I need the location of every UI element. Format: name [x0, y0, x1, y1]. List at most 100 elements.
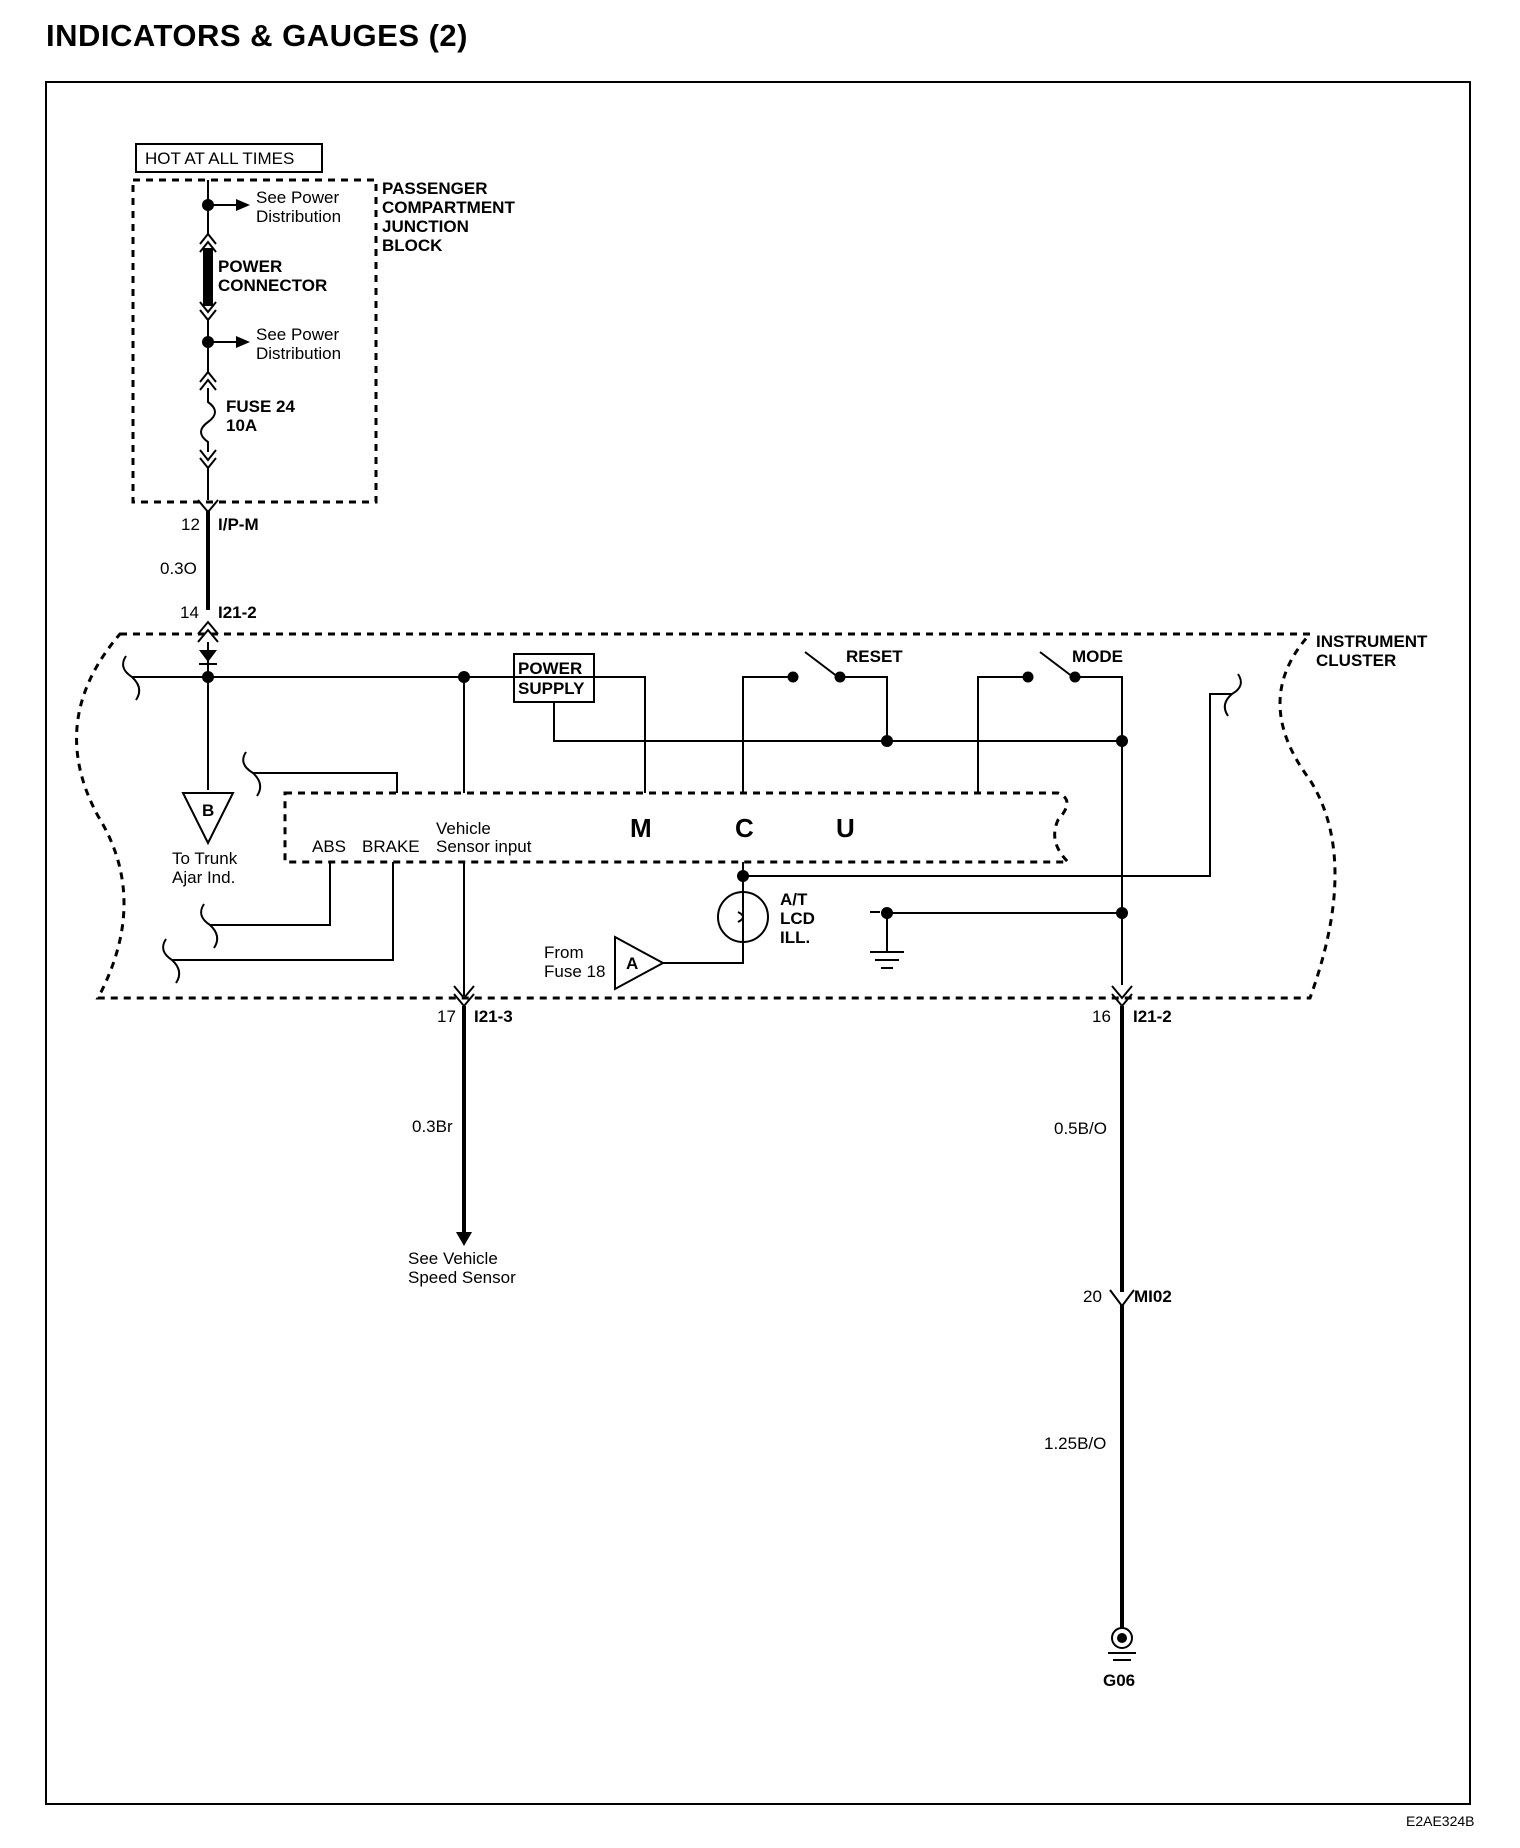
mcu-input-sensor: Sensor input — [436, 837, 532, 856]
svg-text:SUPPLY: SUPPLY — [518, 679, 585, 698]
wire-break-icon — [1223, 673, 1242, 717]
svg-text:To Trunk: To Trunk — [172, 849, 238, 868]
pin-16: 16 — [1092, 1007, 1111, 1026]
junction-block-label: PASSENGER COMPARTMENT JUNCTION BLOCK — [382, 179, 515, 255]
power-connector-label: POWER CONNECTOR — [218, 257, 327, 295]
svg-text:COMPARTMENT: COMPARTMENT — [382, 198, 515, 217]
reset-switch-wire-b — [840, 676, 888, 741]
pin-20: 20 — [1083, 1287, 1102, 1306]
wire-break-icon — [162, 938, 181, 984]
see-vehicle-speed-sensor-label: See Vehicle Speed Sensor — [408, 1249, 516, 1287]
diagram-frame — [45, 81, 1471, 1805]
see-power-distribution-1: See Power Distribution — [256, 188, 341, 226]
connector-chevron-icon — [199, 449, 217, 470]
wire-label-0-3br: 0.3Br — [412, 1117, 453, 1136]
connector-ip-m: I/P-M — [218, 515, 259, 534]
arrow-right-icon — [236, 199, 250, 211]
svg-text:A/T: A/T — [780, 890, 808, 909]
diagram-code: E2AE324B — [1406, 1813, 1475, 1829]
connector-chevron-icon — [199, 370, 217, 391]
svg-text:CONNECTOR: CONNECTOR — [218, 276, 327, 295]
svg-text:JUNCTION: JUNCTION — [382, 217, 469, 236]
svg-text:BLOCK: BLOCK — [382, 236, 443, 255]
connector-chevron-icon — [1111, 985, 1133, 1008]
svg-text:See Power: See Power — [256, 188, 339, 207]
trunk-ajar-reference-triangle — [181, 792, 235, 846]
mcu-box — [283, 791, 1072, 864]
connector-chevron-icon — [1109, 1289, 1135, 1308]
page-title: INDICATORS & GAUGES (2) — [46, 18, 468, 53]
svg-text:LCD: LCD — [780, 909, 815, 928]
fuse-18-reference-triangle — [614, 935, 666, 991]
ground-icon — [1108, 1652, 1136, 1661]
mcu-top-input-wire — [253, 772, 398, 793]
hot-at-all-times-label: HOT AT ALL TIMES — [145, 149, 294, 168]
connector-chevron-icon — [197, 620, 219, 643]
reset-switch-wire-a — [742, 676, 793, 793]
connector-i21-3: I21-3 — [474, 1007, 513, 1026]
connector-i21-2-out: I21-2 — [1133, 1007, 1172, 1026]
lcd-to-cluster-wire — [743, 693, 1232, 877]
wire-break-icon — [242, 751, 262, 797]
ground-g06-label: G06 — [1103, 1671, 1135, 1690]
svg-text:Speed Sensor: Speed Sensor — [408, 1268, 516, 1287]
bulb-filament-icon — [737, 892, 744, 942]
connector-i21-2-in: I21-2 — [218, 603, 257, 622]
reset-label: RESET — [846, 647, 903, 666]
fuse-icon — [200, 388, 216, 452]
power-supply-ground-wire — [553, 702, 1122, 742]
svg-text:Ajar Ind.: Ajar Ind. — [172, 868, 235, 887]
splice-dot — [1116, 907, 1128, 919]
wire-label-0-5bo: 0.5B/O — [1054, 1119, 1107, 1138]
at-lcd-ill-label: A/T LCD ILL. — [780, 890, 815, 947]
from-fuse-18-label: From Fuse 18 — [544, 943, 605, 981]
power-connector-bar — [203, 248, 213, 306]
arrow-right-icon — [236, 336, 250, 348]
to-trunk-ajar-label: To Trunk Ajar Ind. — [172, 849, 238, 887]
mode-switch-wire-b — [1075, 676, 1123, 985]
splice-dot — [881, 735, 893, 747]
connector-chevron-icon — [199, 232, 217, 253]
svg-text:CLUSTER: CLUSTER — [1316, 651, 1396, 670]
instrument-cluster-label: INSTRUMENT CLUSTER — [1316, 632, 1428, 670]
mode-label: MODE — [1072, 647, 1123, 666]
pin-14: 14 — [180, 603, 199, 622]
fuse-24-label: FUSE 24 10A — [226, 397, 296, 435]
svg-text:See Vehicle: See Vehicle — [408, 1249, 498, 1268]
svg-text:Fuse 18: Fuse 18 — [544, 962, 605, 981]
svg-text:From: From — [544, 943, 584, 962]
svg-text:Distribution: Distribution — [256, 344, 341, 363]
svg-text:ILL.: ILL. — [780, 928, 810, 947]
reset-switch-blade — [804, 651, 839, 678]
junction-block-outline — [131, 178, 378, 504]
svg-text:Distribution: Distribution — [256, 207, 341, 226]
svg-text:INSTRUMENT: INSTRUMENT — [1316, 632, 1428, 651]
instrument-cluster-outline — [75, 632, 1337, 1000]
switch-contact — [787, 671, 799, 683]
svg-text:FUSE 24: FUSE 24 — [226, 397, 296, 416]
wire-break-icon — [200, 903, 219, 949]
pin-17: 17 — [437, 1007, 456, 1026]
mode-switch-wire-a — [977, 676, 1028, 793]
ground-terminal-center — [1117, 1633, 1127, 1643]
svg-text:See Power: See Power — [256, 325, 339, 344]
mode-switch-blade — [1039, 651, 1074, 678]
abs-input-wire — [210, 862, 331, 926]
trunk-reference-letter: B — [202, 801, 214, 820]
mcu-letter-c: C — [735, 813, 754, 843]
hot-at-all-times-box — [135, 143, 323, 173]
svg-text:PASSENGER: PASSENGER — [382, 179, 488, 198]
mcu-letter-m: M — [630, 813, 652, 843]
svg-text:10A: 10A — [226, 416, 257, 435]
ground-terminal-icon — [1111, 1627, 1133, 1649]
wire-label-1-25bo: 1.25B/O — [1044, 1434, 1106, 1453]
mcu-letter-u: U — [836, 813, 855, 843]
connector-mi02: MI02 — [1134, 1287, 1172, 1306]
mcu-input-vehicle: Vehicle — [436, 819, 491, 838]
see-power-distribution-2: See Power Distribution — [256, 325, 341, 363]
power-supply-out-wire — [594, 676, 646, 793]
svg-text:POWER: POWER — [218, 257, 282, 276]
switch-contact — [1022, 671, 1034, 683]
ground-icon — [870, 951, 904, 969]
